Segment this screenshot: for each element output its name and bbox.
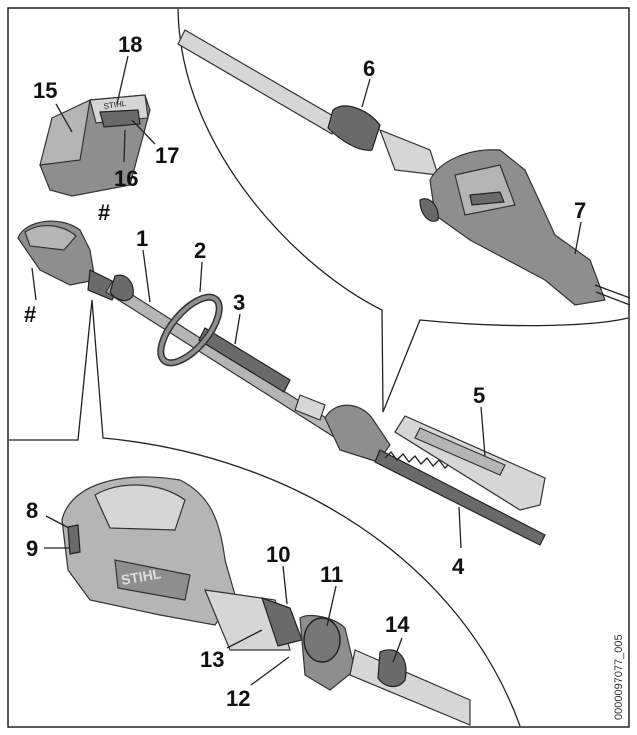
battery-brand-logo: STIHL: [103, 99, 127, 111]
callout-11: 11: [320, 562, 343, 587]
leader-lines: [31, 55, 582, 686]
callout-16: 16: [114, 166, 138, 191]
callout-10: 10: [266, 542, 290, 567]
callout-13: 13: [200, 647, 224, 672]
callout-2: 2: [194, 238, 206, 263]
callout-14: 14: [385, 612, 410, 637]
blade-scabbard: [394, 415, 546, 511]
callout-3: 3: [233, 290, 245, 315]
callout-18: 18: [118, 32, 142, 57]
callout-17: 17: [155, 143, 179, 168]
handle-brand-logo: STIHL: [120, 565, 163, 588]
detail-bubble-bottom: [9, 299, 521, 727]
callout-1: 1: [136, 226, 148, 251]
detail-top-assembly: [177, 29, 631, 306]
callout-15: 15: [33, 78, 57, 103]
callout-6: 6: [363, 56, 375, 81]
document-code: 0000097077_005: [613, 634, 625, 720]
callout-5: 5: [473, 383, 485, 408]
callout-hash-handle: #: [24, 302, 36, 327]
callout-4: 4: [452, 554, 465, 579]
callout-8: 8: [26, 498, 38, 523]
callout-labels: 1 2 3 4 5 6 7 8 9 10 11 12 13 14 15 16 1…: [24, 32, 586, 711]
battery-pack: STIHL: [39, 94, 151, 197]
detail-bubble-top: [177, 8, 629, 413]
detail-bottom-handle: STIHL: [61, 476, 471, 726]
callout-9: 9: [26, 536, 38, 561]
callout-7: 7: [574, 198, 586, 223]
callout-hash-battery: #: [98, 200, 110, 225]
callout-12: 12: [226, 686, 250, 711]
